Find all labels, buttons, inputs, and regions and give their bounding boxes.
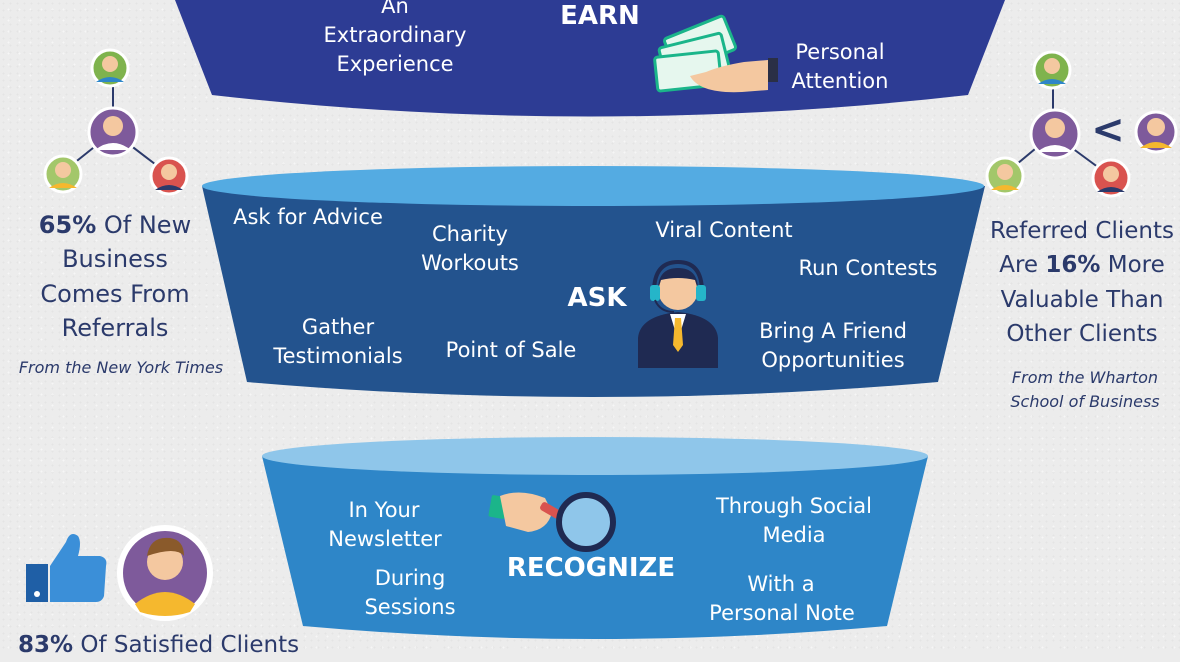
right-stat-line2-a: Are (999, 252, 1046, 278)
ask-item-point-of-sale: Point of Sale (445, 338, 577, 362)
ask-item-charity-line2: Workouts (421, 251, 519, 275)
recognize-item-social-line1: Through Social (715, 494, 873, 518)
right-stat-line3: Valuable Than (1000, 287, 1164, 313)
ask-item-testimonials-line1: Gather (301, 315, 375, 339)
recognize-item-social-line2: Media (762, 523, 826, 547)
recognize-item-note-line2: Personal Note (709, 601, 855, 625)
ask-item-testimonials-line2: Testimonials (273, 344, 403, 368)
ask-band-top (202, 166, 984, 206)
left-stat-line2: Business (62, 245, 168, 273)
earn-left-line2: Extraordinary (323, 23, 467, 47)
left-stat-line1: 65% Of New (20, 208, 210, 242)
ask-item-charity-line1: Charity (432, 222, 508, 246)
right-stat-line2-b: More (1100, 252, 1165, 278)
left-stat-source: From the New York Times (18, 358, 224, 377)
right-stat-line1: Referred Clients (990, 218, 1174, 244)
recognize-item-newsletter-line2: Newsletter (328, 527, 442, 551)
earn-left-line1: An (381, 0, 409, 18)
less-than-symbol: < (1091, 107, 1125, 153)
headset-agent-icon (638, 259, 718, 368)
recognize-item-sessions-line1: During (374, 566, 446, 590)
left-stat-line4: Referrals (61, 314, 169, 342)
ask-item-viral: Viral Content (655, 218, 793, 242)
right-stat-source-line1: From the Wharton (1011, 368, 1159, 387)
ask-title: ASK (567, 283, 627, 313)
earn-title: EARN (560, 1, 640, 31)
recognize-item-sessions-line2: Sessions (364, 595, 456, 619)
recognize-title: RECOGNIZE (506, 553, 676, 583)
left-stat-percent: 65% (38, 211, 97, 239)
right-stat-line4: Other Clients (1006, 321, 1158, 347)
right-stat-percent: 16% (1045, 252, 1101, 278)
ask-item-friend-line1: Bring A Friend (759, 319, 907, 343)
earn-left-line3: Experience (336, 52, 454, 76)
ask-item-friend-line2: Opportunities (761, 348, 905, 372)
recognize-band-top (262, 437, 928, 475)
money-hand-icon (653, 14, 778, 93)
recognize-item-note-line1: With a (747, 572, 815, 596)
ask-item-contests: Run Contests (798, 256, 938, 280)
earn-right-line1: Personal (795, 40, 885, 64)
avatar (117, 525, 213, 621)
ask-band-body (202, 186, 985, 397)
bottom-stat-line1: 83% Of Satisfied Clients (18, 628, 318, 662)
recognize-item-newsletter-line1: In Your (348, 498, 420, 522)
left-stat-line3: Comes From (40, 280, 190, 308)
referral-network-left (43, 48, 189, 196)
magnifier-hand-icon (488, 492, 616, 552)
right-stat-line2: Are 16% More (984, 248, 1180, 282)
bottom-stat-rest: Of Satisfied Clients (73, 632, 300, 658)
referral-network-right (985, 50, 1178, 198)
earn-band (175, 0, 1005, 117)
left-stat-line1-rest: Of New (96, 211, 192, 239)
right-stat-source-line2: School of Business (1010, 392, 1160, 411)
thumbs-up-icon (26, 534, 107, 602)
bottom-stat-percent: 83% (18, 632, 74, 658)
earn-right-line2: Attention (791, 69, 889, 93)
ask-item-advice: Ask for Advice (233, 205, 383, 229)
